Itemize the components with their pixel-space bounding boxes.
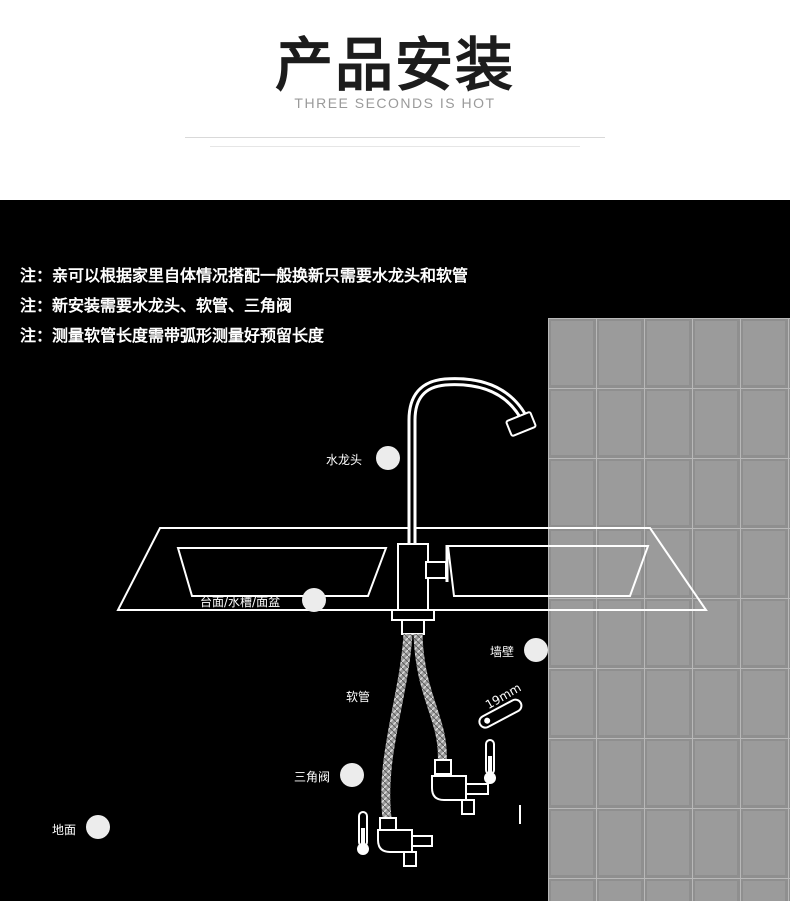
diagram-illustration: [116, 318, 790, 901]
faucet-handle: [425, 561, 447, 579]
faucet-base: [391, 609, 435, 621]
countertop-outline: [116, 527, 708, 611]
right-basin: [446, 545, 650, 597]
label-countertop: 台面/水槽/面盆: [200, 595, 281, 609]
faucet-aerator: [505, 411, 537, 437]
page-subtitle: THREE SECONDS IS HOT: [294, 95, 496, 111]
label-faucet: 水龙头: [326, 453, 363, 467]
label-angle-valve: 三角阀: [294, 770, 331, 784]
hose-right: [413, 633, 447, 767]
faucet-body: [397, 543, 429, 613]
hose-left: [381, 633, 413, 827]
installation-diagram: 注：亲可以根据家里自体情况搭配一般换新只需要水龙头和软管 注：新安装需要水龙头、…: [0, 200, 790, 901]
marker-angle-valve: [340, 763, 364, 787]
header: 产品安装 THREE SECONDS IS HOT: [0, 0, 790, 200]
note-line-1: 注：亲可以根据家里自体情况搭配一般换新只需要水龙头和软管: [20, 266, 469, 285]
page-title: 产品安装: [274, 31, 515, 99]
marker-floor: [86, 815, 110, 839]
marker-wall: [524, 638, 548, 662]
note-line-2: 注：新安装需要水龙头、软管、三角阀: [20, 296, 293, 315]
faucet-spout: [407, 377, 531, 548]
label-floor: 地面: [52, 823, 77, 837]
angle-valve-right: [431, 775, 467, 801]
wrench-icon: [478, 698, 523, 729]
label-hose: 软管: [346, 690, 371, 704]
decorative-line: [185, 137, 605, 138]
left-basin: [176, 547, 388, 597]
label-wall: 墙壁: [490, 645, 515, 659]
marker-countertop: [302, 588, 326, 612]
thermometer-icon-lower: [357, 811, 369, 855]
angle-valve-left: [377, 829, 413, 853]
note-line-3: 注：测量软管长度需带弧形测量好预留长度: [20, 326, 325, 345]
thermometer-icon-upper: [484, 739, 496, 784]
decorative-line: [210, 146, 580, 147]
marker-faucet: [376, 446, 400, 470]
